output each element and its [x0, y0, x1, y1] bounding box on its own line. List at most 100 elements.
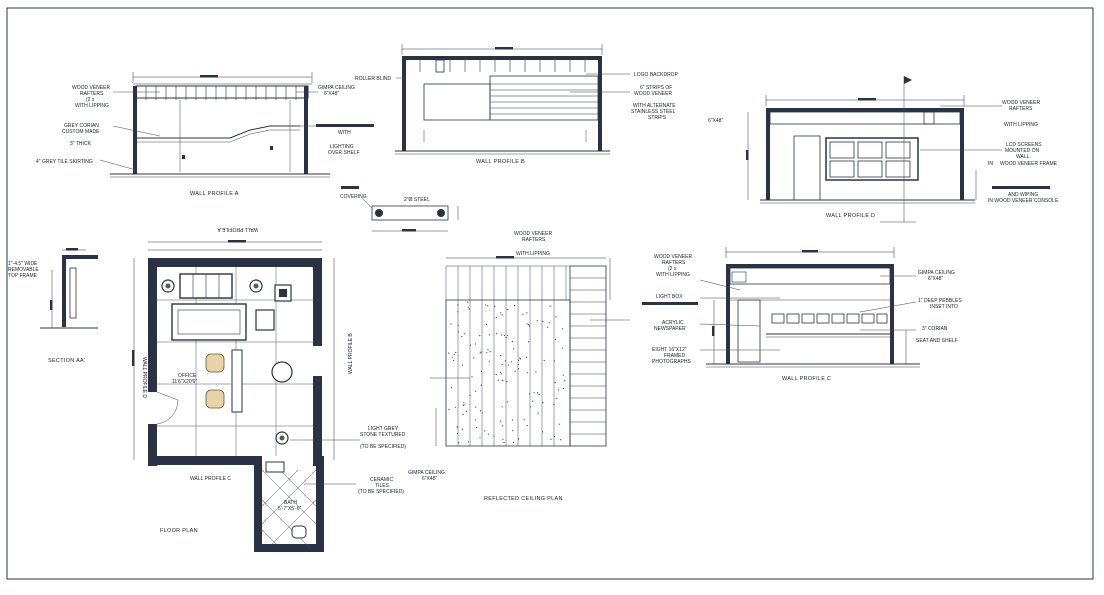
ceiling-stipple-dot — [450, 386, 453, 388]
office-label: OFFICE — [178, 373, 197, 379]
ceiling-stipple-dot — [462, 414, 464, 416]
covering-detail: COVERING 2"Ø STEEL — [340, 186, 459, 232]
bath-size: 5'-7"X5'-6" — [278, 506, 301, 512]
ceiling-stipple-dot — [507, 401, 509, 403]
rcp-rafters-label-2: RAFTERS — [522, 237, 546, 243]
ceiling-stipple-dot — [512, 442, 515, 444]
ceiling-stipple-dot — [511, 341, 513, 343]
wall-profile-a: WOOD VENEER RAFTERS (2 x WITH LIPPING GI… — [36, 72, 374, 197]
ceiling-stipple-dot — [550, 438, 552, 441]
ceiling-stipple-dot — [457, 331, 459, 333]
wpb-strips-label: 6" STRIPS OF — [640, 85, 672, 91]
wpa-title: WALL PROFILE A — [190, 191, 239, 197]
wpc-frames-label-2: FRAMED — [664, 353, 686, 359]
wpc-rafters-label-3: (2 x — [668, 266, 677, 272]
ceiling-stipple-dot — [537, 392, 539, 394]
ceiling-stipple-dot — [501, 406, 503, 408]
wpa-gimpa-size: 6"X48" — [324, 91, 339, 97]
wpc-corian-label: 3" CORIAN — [922, 326, 948, 332]
ceiling-stipple-dot — [533, 392, 535, 394]
ceiling-stipple-dot — [500, 334, 503, 336]
ceiling-stipple-dot — [528, 325, 530, 327]
ceiling-stipple-dot — [448, 408, 450, 410]
ceiling-stipple-dot — [536, 320, 538, 322]
ceiling-stipple-dot — [513, 304, 516, 306]
ceiling-stipple-dot — [496, 333, 498, 335]
ceiling-stipple-dot — [495, 373, 497, 375]
wpa-rafters-label-2: RAFTERS — [80, 91, 104, 97]
ceiling-stipple-dot — [504, 360, 506, 362]
wpd-wiring-label: AND WIPING — [1008, 192, 1038, 198]
ceiling-stipple-dot — [453, 359, 455, 362]
ceiling-stipple-dot — [479, 410, 481, 412]
ceiling-stipple-dot — [448, 352, 450, 354]
rcp-rafters-label: WOOD VENEER — [514, 231, 552, 237]
stone-label-3: (TO BE SPECIFIED) — [360, 444, 406, 450]
ceiling-stipple-dot — [523, 419, 525, 421]
ceiling-stipple-dot — [487, 349, 489, 351]
ceiling-stipple-dot — [542, 401, 544, 404]
ceiling-stipple-dot — [517, 364, 519, 366]
section-title: SECTION AA' — [48, 358, 85, 364]
wpc-acrylic-label: ACRYLIC — [662, 320, 684, 326]
ceiling-stipple-dot — [548, 322, 550, 324]
ceiling-stipple-dot — [467, 306, 469, 308]
wpd-size-label: 6"X48" — [708, 118, 723, 124]
ceiling-stipple-dot — [463, 333, 465, 335]
stone-label: LIGHT GREY — [368, 426, 399, 432]
bath-label: BATH — [284, 500, 297, 506]
ceiling-stipple-dot — [532, 400, 534, 402]
wpa-rafters-label: WOOD VENEER — [72, 85, 110, 91]
ceiling-stipple-dot — [479, 437, 481, 439]
ceiling-stipple-dot — [526, 424, 528, 427]
wpa-lighting-label-2: LIGHTING — [330, 144, 354, 150]
wpa-rafters-label-3: (2 x — [86, 97, 95, 103]
wpb-title: WALL PROFILE B — [476, 159, 525, 165]
ceiling-stipple-dot — [505, 337, 507, 339]
wpc-gimpa-size: 6"X48" — [928, 276, 943, 282]
wpc-rafters-label: WOOD VENEER — [654, 254, 692, 260]
section-label-3: TOP FRAME — [8, 273, 38, 279]
ceiling-stipple-dot — [487, 305, 489, 307]
wall-profile-c: WOOD VENEER RAFTERS (2 x WITH LIPPING GI… — [642, 247, 962, 382]
wpa-rafters-label-4: WITH LIPPING — [75, 103, 109, 109]
ceiling-stipple-dot — [469, 394, 471, 396]
wpc-shelf-label: SEAT AND SHELF — [916, 338, 958, 344]
wpa-skirting-label: 4" GREY TILE SKIRTING — [36, 159, 93, 165]
ceiling-stipple-dot — [553, 403, 555, 406]
wpa-thick-label: 3" THICK — [70, 141, 92, 147]
ceiling-stipple-dot — [538, 394, 540, 396]
ceiling-stipple-dot — [555, 316, 557, 318]
ceiling-stipple-dot — [500, 371, 502, 373]
ceiling-stipple-dot — [467, 441, 469, 443]
ceiling-stipple-dot — [494, 305, 496, 308]
steel-label: 2"Ø STEEL — [404, 197, 430, 203]
ceiling-stipple-dot — [457, 324, 459, 326]
ceiling-stipple-dot — [518, 359, 520, 361]
ceiling-stipple-dot — [473, 357, 475, 359]
ceiling-stipple-dot — [542, 320, 544, 322]
wpc-title: WALL PROFILE C — [782, 376, 831, 382]
wpa-corian-label-2: CUSTOM MADE — [62, 129, 100, 135]
ceiling-stipple-dot — [480, 384, 482, 386]
wpd-lcd-label-4: IN — [988, 161, 993, 167]
wpb-alternate-label: WITH ALTERNATE — [633, 103, 676, 109]
ceramic-label-3: (TO BE SPECIFIED) — [358, 489, 404, 495]
ceiling-stipple-dot — [503, 334, 506, 337]
covering-label: COVERING — [340, 194, 367, 200]
ceiling-stipple-dot — [487, 433, 490, 435]
ceiling-stipple-dot — [461, 364, 464, 366]
ceiling-stipple-dot — [501, 363, 503, 365]
wpc-acrylic-label-2: NEWSPAPER — [654, 326, 686, 332]
ceiling-stipple-dot — [553, 436, 556, 438]
ceiling-stipple-dot — [562, 347, 564, 349]
wpd-lcd-label-2: MOUNTED ON — [1005, 148, 1040, 154]
ceiling-stipple-dot — [525, 357, 527, 359]
ceiling-stipple-dot — [475, 419, 477, 421]
wpc-lightbox-label: LIGHT BOX — [656, 294, 683, 300]
ceiling-stipple-dot — [541, 431, 544, 433]
ceiling-stipple-dot — [547, 326, 549, 328]
wpd-rafters-label-2: RAFTERS — [1009, 106, 1033, 112]
ceiling-stipple-dot — [554, 382, 556, 384]
